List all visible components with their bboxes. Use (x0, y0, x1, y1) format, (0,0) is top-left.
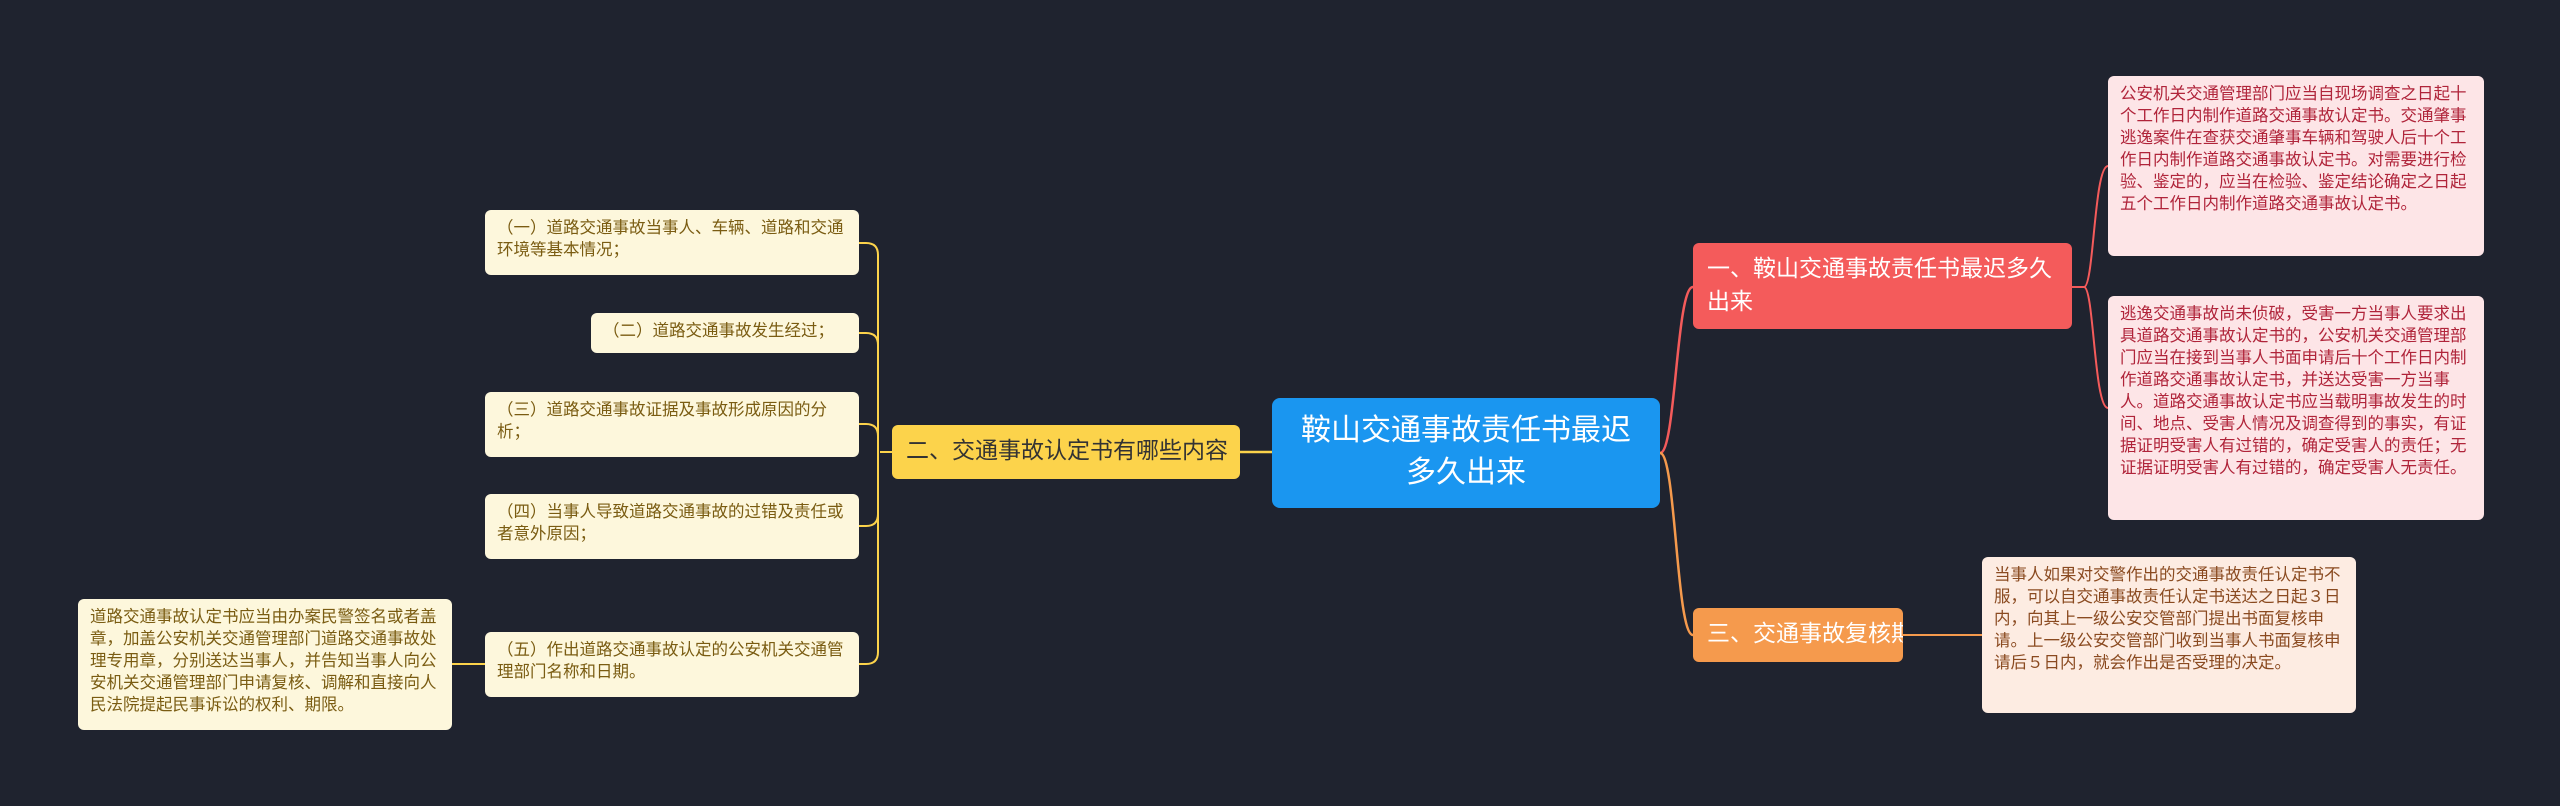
branch-two-topic[interactable]: 二、交通事故认定书有哪些内容 (892, 425, 1240, 479)
link-branch-one-leaf-1 (2072, 165, 2109, 288)
branch-two-leaf-5[interactable]: （五）作出道路交通事故认定的公安机关交通管理部门名称和日期。 (485, 632, 859, 697)
branch-two-leaf-3[interactable]: （三）道路交通事故证据及事故形成原因的分析； (485, 392, 859, 457)
branch-two-leaf-1[interactable]: （一）道路交通事故当事人、车辆、道路和交通环境等基本情况； (485, 210, 859, 275)
link-root-branch-three (1658, 451, 1694, 637)
branch-two-subleaf[interactable]: 道路交通事故认定书应当由办案民警签名或者盖章，加盖公安机关交通管理部门道路交通事… (78, 599, 452, 730)
branch-one-leaf-1[interactable]: 公安机关交通管理部门应当自现场调查之日起十个工作日内制作道路交通事故认定书。交通… (2108, 76, 2484, 256)
branch-three-leaf-1[interactable]: 当事人如果对交警作出的交通事故责任认定书不服，可以自交通事故责任认定书送达之日起… (1982, 557, 2356, 713)
link-branch-two-leaf-3 (859, 423, 879, 437)
link-branch-two-leaf-4 (859, 452, 879, 527)
branch-two-leaf-2[interactable]: （二）道路交通事故发生经过； (591, 313, 859, 353)
branch-one-topic[interactable]: 一、鞍山交通事故责任书最迟多久出来 (1693, 243, 2072, 329)
link-branch-two-leaf-5 (859, 514, 879, 665)
branch-three-topic[interactable]: 三、交通事故复核期限 (1693, 608, 1903, 662)
link-branch-one-leaf-2 (2072, 286, 2109, 409)
root-topic[interactable]: 鞍山交通事故责任书最迟多久出来 (1272, 398, 1660, 508)
branch-one-leaf-2[interactable]: 逃逸交通事故尚未侦破，受害一方当事人要求出具道路交通事故认定书的，公安机关交通管… (2108, 296, 2484, 520)
link-branch-two-bracket (859, 242, 892, 453)
link-root-branch-one (1659, 285, 1694, 455)
branch-two-leaf-4[interactable]: （四）当事人导致道路交通事故的过错及责任或者意外原因； (485, 494, 859, 559)
link-branch-two-leaf-2 (859, 332, 879, 346)
